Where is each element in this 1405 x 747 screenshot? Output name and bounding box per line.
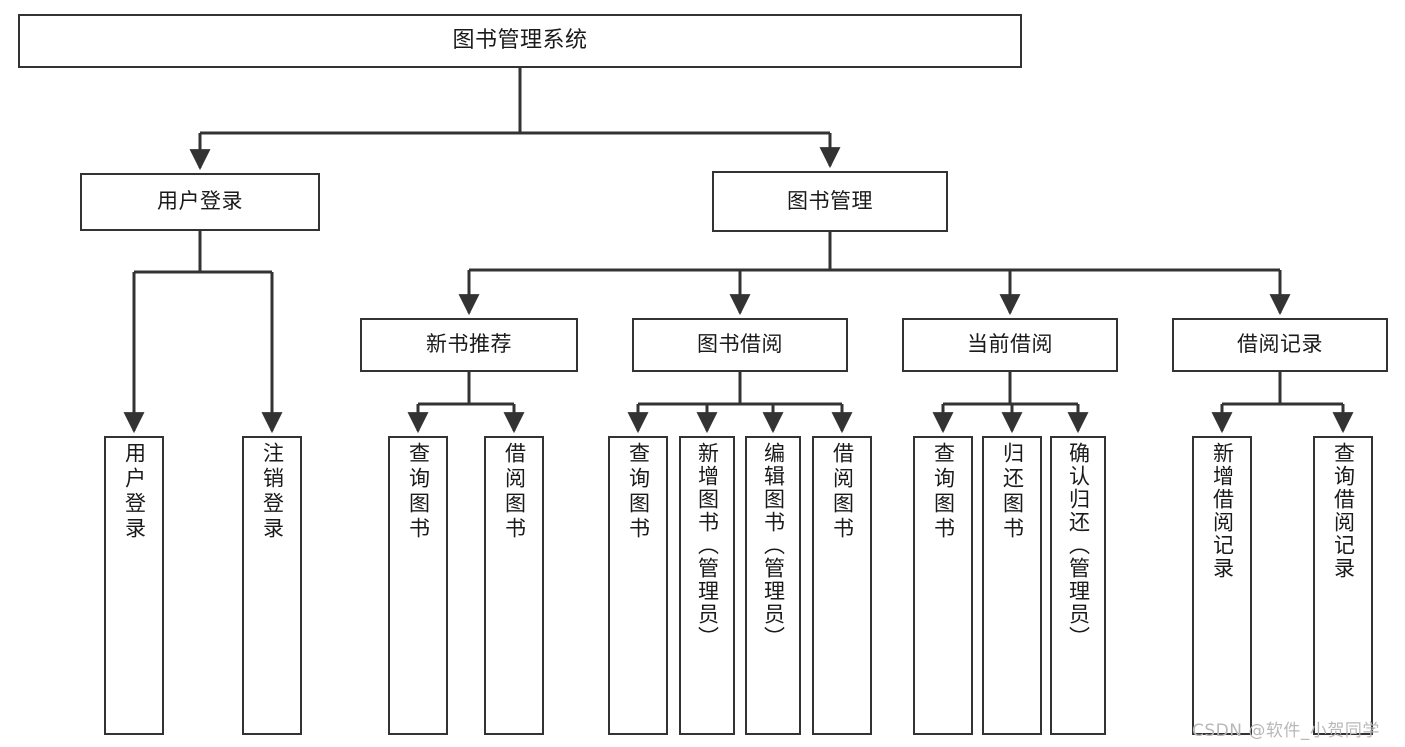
- leaf-label: 归还图书: [1000, 442, 1025, 542]
- leaf-label: 查询图书: [626, 442, 651, 542]
- leaf-confirm-return[interactable]: 确认归还（管理员）: [1050, 436, 1106, 735]
- leaf-query-book-3[interactable]: 查询图书: [913, 436, 973, 735]
- leaf-label: 查询图书: [931, 442, 956, 542]
- leaf-user-login[interactable]: 用户登录: [104, 436, 164, 735]
- node-root-system[interactable]: 图书管理系统: [18, 14, 1022, 68]
- leaf-label: 注销登录: [260, 442, 285, 542]
- leaf-label: 查询图书: [406, 442, 431, 542]
- leaf-borrow-book-1[interactable]: 借阅图书: [484, 436, 544, 735]
- node-user-login[interactable]: 用户登录: [80, 173, 320, 231]
- leaf-query-book-2[interactable]: 查询图书: [608, 436, 668, 735]
- leaf-label: 用户登录: [122, 442, 147, 542]
- leaf-query-record[interactable]: 查询借阅记录: [1313, 436, 1373, 735]
- leaf-label: 新增图书（管理员）: [695, 442, 720, 649]
- node-borrow-record[interactable]: 借阅记录: [1172, 318, 1388, 372]
- leaf-label: 编辑图书（管理员）: [761, 442, 786, 649]
- node-new-book-rec[interactable]: 新书推荐: [360, 318, 578, 372]
- csdn-watermark: CSDN @软件_小贺同学: [1192, 721, 1380, 741]
- leaf-label: 查询借阅记录: [1331, 442, 1356, 580]
- leaf-borrow-book-2[interactable]: 借阅图书: [812, 436, 872, 735]
- node-book-manage[interactable]: 图书管理: [712, 171, 948, 232]
- leaf-label: 新增借阅记录: [1210, 442, 1235, 580]
- leaf-add-record[interactable]: 新增借阅记录: [1192, 436, 1252, 735]
- leaf-label: 确认归还（管理员）: [1066, 442, 1091, 649]
- node-book-borrow[interactable]: 图书借阅: [632, 318, 848, 372]
- leaf-label: 借阅图书: [502, 442, 527, 542]
- leaf-logout[interactable]: 注销登录: [242, 436, 302, 735]
- leaf-add-book[interactable]: 新增图书（管理员）: [679, 436, 735, 735]
- leaf-query-book-1[interactable]: 查询图书: [388, 436, 448, 735]
- leaf-return-book[interactable]: 归还图书: [982, 436, 1042, 735]
- leaf-edit-book[interactable]: 编辑图书（管理员）: [745, 436, 801, 735]
- node-current-borrow[interactable]: 当前借阅: [902, 318, 1118, 372]
- leaf-label: 借阅图书: [830, 442, 855, 542]
